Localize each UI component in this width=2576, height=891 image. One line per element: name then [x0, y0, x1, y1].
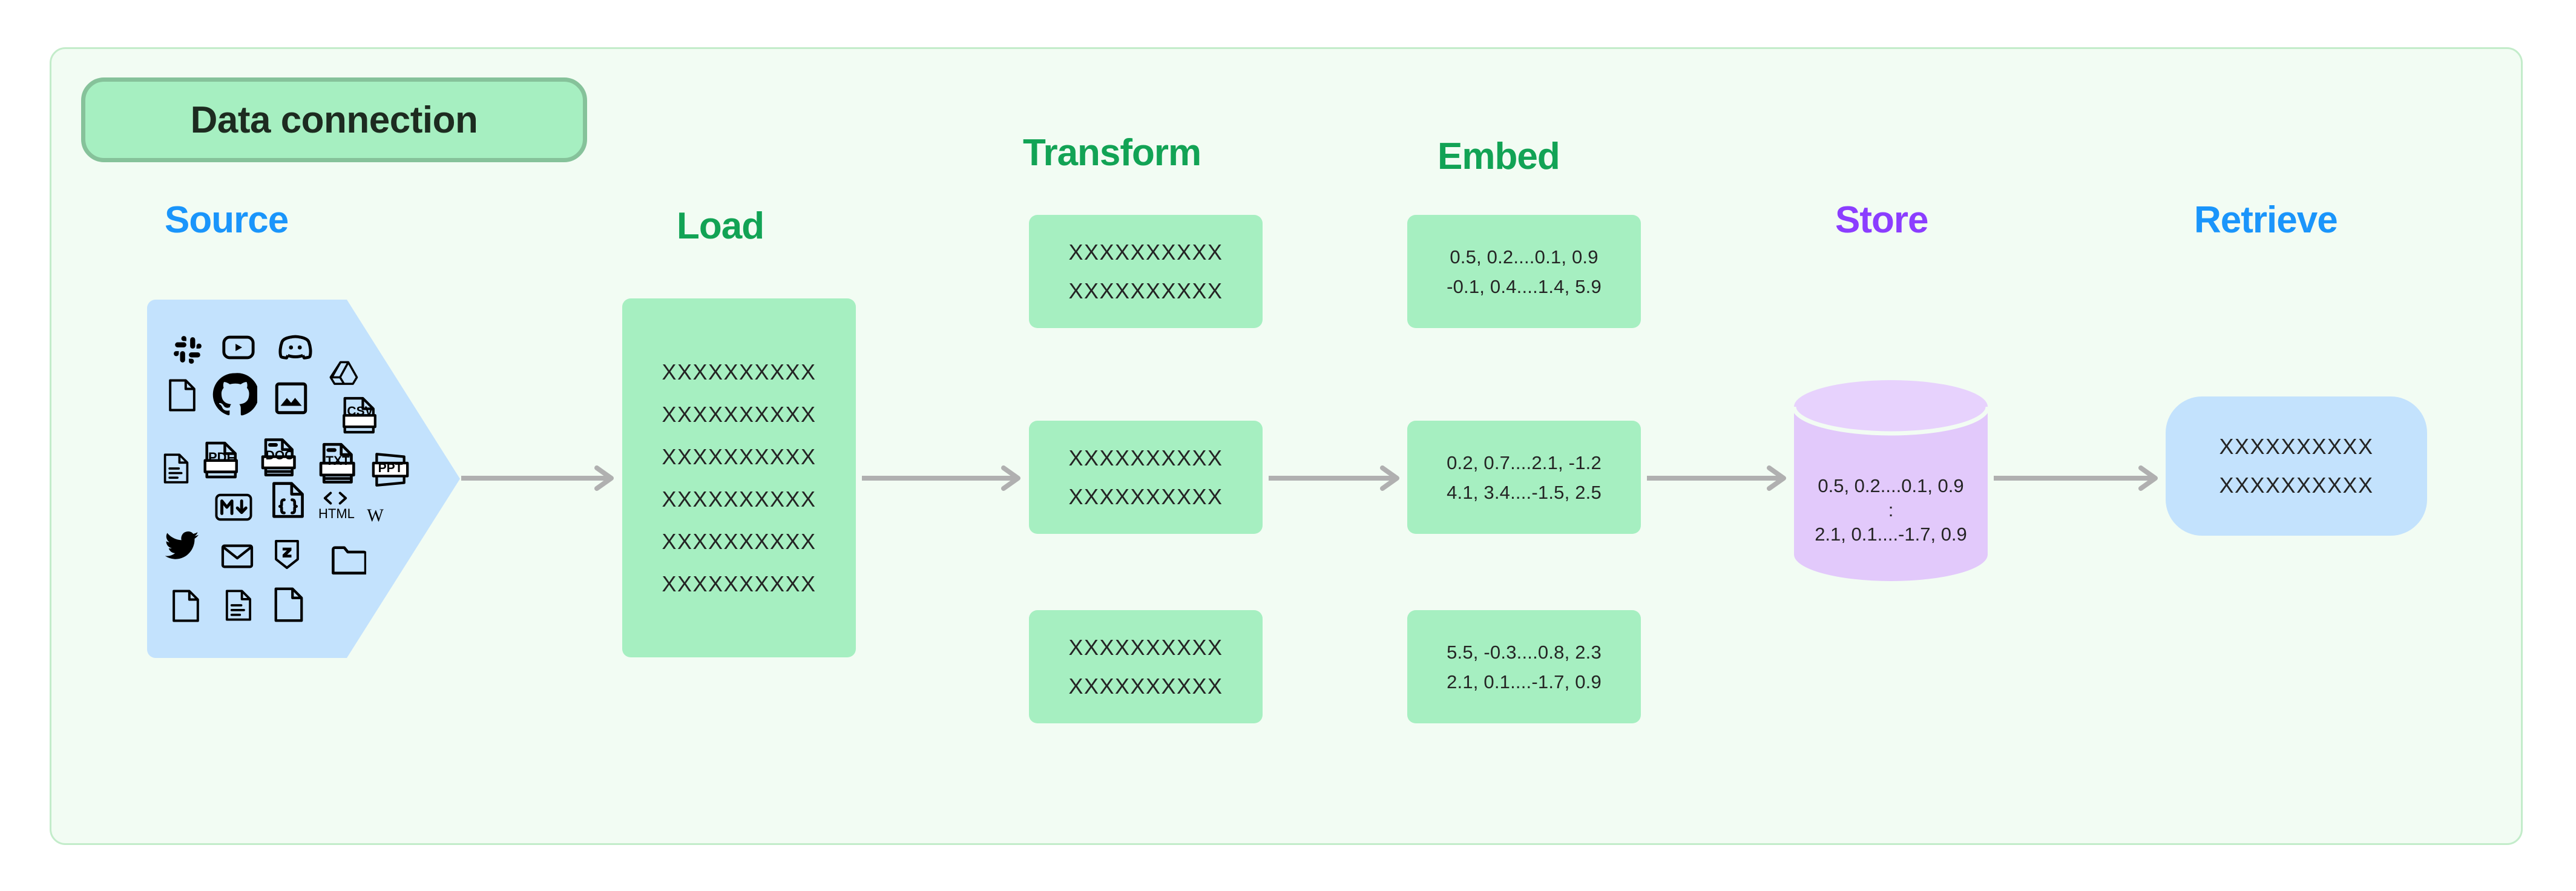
- css3-icon: [274, 539, 300, 570]
- email-icon: [221, 544, 254, 568]
- source-shape: [147, 300, 460, 658]
- csv-file-label: CSV: [347, 404, 373, 418]
- retrieve-row: XXXXXXXXXX: [2219, 434, 2374, 459]
- stage-title-source: Source: [165, 199, 289, 241]
- store-cylinder: 0.5, 0.2....0.1, 0.9 : 2.1, 0.1....-1.7,…: [1794, 380, 1988, 581]
- document-blank-icon-3: [273, 587, 304, 623]
- transform-card: XXXXXXXXXX XXXXXXXXXX: [1029, 421, 1263, 534]
- arrow-source-to-load: [461, 460, 616, 496]
- document-blank-icon: [167, 378, 197, 412]
- embed-row: 4.1, 3.4....-1.5, 2.5: [1447, 481, 1602, 503]
- stage-title-store: Store: [1835, 199, 1928, 241]
- embed-card: 0.2, 0.7....2.1, -1.2 4.1, 3.4....-1.5, …: [1407, 421, 1641, 534]
- store-row: 0.5, 0.2....0.1, 0.9: [1818, 475, 1964, 496]
- twitter-icon: [164, 531, 199, 561]
- data-connection-badge: Data connection: [81, 77, 587, 162]
- stage-title-load: Load: [677, 205, 764, 247]
- pdf-file-icon: [203, 441, 240, 479]
- load-row: XXXXXXXXXX: [662, 528, 816, 554]
- load-row: XXXXXXXXXX: [662, 401, 816, 427]
- ppt-file-icon: [372, 451, 409, 488]
- txt-file-icon: [319, 442, 356, 485]
- embed-row: -0.1, 0.4....1.4, 5.9: [1447, 275, 1602, 297]
- embed-card: 5.5, -0.3....0.8, 2.3 2.1, 0.1....-1.7, …: [1407, 610, 1641, 723]
- document-blank-icon-2: [171, 589, 200, 623]
- doc-file-label: DOC: [265, 449, 294, 462]
- svg-text:W: W: [367, 506, 384, 525]
- retrieve-row: XXXXXXXXXX: [2219, 473, 2374, 498]
- store-row: 2.1, 0.1....-1.7, 0.9: [1815, 524, 1967, 545]
- csv-file-icon: [343, 396, 376, 434]
- document-lines-icon: [163, 453, 189, 484]
- slack-icon: [172, 335, 203, 365]
- discord-icon: [277, 329, 314, 366]
- transform-card: XXXXXXXXXX XXXXXXXXXX: [1029, 610, 1263, 723]
- transform-row: XXXXXXXXXX: [1068, 278, 1223, 303]
- badge-label: Data connection: [190, 99, 478, 141]
- github-icon: [212, 372, 257, 417]
- html-label: HTML: [318, 506, 355, 521]
- stage-title-retrieve: Retrieve: [2194, 199, 2338, 241]
- google-drive-icon: [329, 359, 360, 390]
- embed-row: 0.2, 0.7....2.1, -1.2: [1447, 452, 1602, 473]
- arrow-transform-to-embed: [1269, 460, 1402, 496]
- transform-card: XXXXXXXXXX XXXXXXXXXX: [1029, 215, 1263, 328]
- transform-row: XXXXXXXXXX: [1068, 445, 1223, 470]
- stage-title-embed: Embed: [1438, 136, 1560, 177]
- transform-row: XXXXXXXXXX: [1068, 484, 1223, 509]
- store-row: :: [1888, 499, 1894, 521]
- pdf-file-label: PDF: [208, 450, 235, 465]
- embed-row: 5.5, -0.3....0.8, 2.3: [1447, 641, 1602, 663]
- youtube-icon: [221, 330, 256, 365]
- embed-row: 0.5, 0.2....0.1, 0.9: [1450, 246, 1598, 268]
- load-card: XXXXXXXXXX XXXXXXXXXX XXXXXXXXXX XXXXXXX…: [622, 298, 856, 657]
- load-row: XXXXXXXXXX: [662, 444, 816, 469]
- markdown-icon: [215, 493, 252, 521]
- arrow-load-to-transform: [862, 460, 1023, 496]
- embed-row: 2.1, 0.1....-1.7, 0.9: [1447, 671, 1602, 692]
- load-row: XXXXXXXXXX: [662, 571, 816, 596]
- embed-card: 0.5, 0.2....0.1, 0.9 -0.1, 0.4....1.4, 5…: [1407, 215, 1641, 328]
- retrieve-card: XXXXXXXXXX XXXXXXXXXX: [2166, 396, 2427, 536]
- arrow-embed-to-store: [1647, 460, 1789, 496]
- folder-icon: [331, 545, 366, 576]
- doc-file-icon: [261, 438, 297, 478]
- diagram-frame: [50, 47, 2523, 845]
- txt-file-label: TXT: [326, 454, 350, 468]
- json-file-icon: [272, 481, 304, 519]
- image-icon: [273, 380, 309, 416]
- transform-row: XXXXXXXXXX: [1068, 634, 1223, 660]
- source-icon-grid: CSV PDF DOC TXT PPT HTML: [147, 300, 460, 658]
- arrow-store-to-retrieve: [1994, 460, 2160, 496]
- wikipedia-icon: W: [363, 503, 387, 527]
- stage-title-transform: Transform: [1023, 132, 1201, 174]
- html-icon: [323, 491, 348, 505]
- document-lines-icon-2: [225, 589, 252, 622]
- load-row: XXXXXXXXXX: [662, 359, 816, 384]
- load-row: XXXXXXXXXX: [662, 486, 816, 511]
- ppt-file-label: PPT: [378, 461, 403, 475]
- store-text: 0.5, 0.2....0.1, 0.9 : 2.1, 0.1....-1.7,…: [1794, 471, 1988, 549]
- transform-row: XXXXXXXXXX: [1068, 239, 1223, 265]
- transform-row: XXXXXXXXXX: [1068, 673, 1223, 699]
